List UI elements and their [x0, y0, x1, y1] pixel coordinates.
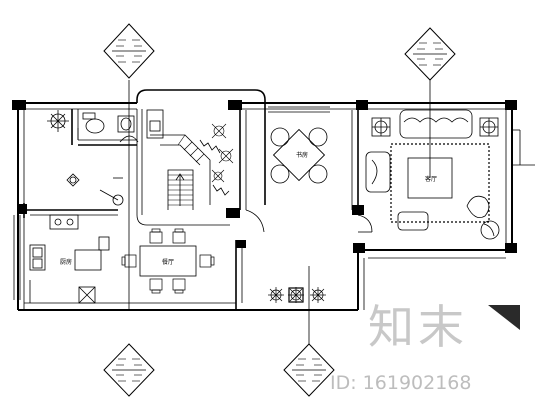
watermark-id: ID: 161902168: [330, 372, 471, 394]
dining-label: 餐厅: [162, 258, 174, 266]
staircase: [150, 123, 234, 210]
tea-table: 书房: [268, 106, 330, 184]
dining-table: 餐厅: [121, 228, 215, 294]
living-label: 客厅: [425, 175, 437, 183]
elevation-marker-top-right: [404, 27, 456, 178]
living-room: 客厅: [365, 109, 500, 240]
interior-walls: [23, 89, 373, 310]
kitchen: 厨房: [29, 214, 110, 304]
study-label: 书房: [296, 151, 308, 159]
bathroom: [47, 109, 164, 143]
corridor: [66, 173, 124, 206]
elevation-marker-bottom-left: [103, 343, 155, 397]
elevation-marker-top-left: [103, 23, 155, 310]
watermark-brand: 知末: [368, 300, 468, 354]
elevation-marker-bottom-center: [283, 266, 335, 397]
watermark: 知末 ID: 161902168: [330, 300, 520, 394]
lobby-lights: [268, 287, 326, 303]
kitchen-label: 厨房: [60, 258, 72, 266]
exterior-walls: [12, 100, 535, 311]
